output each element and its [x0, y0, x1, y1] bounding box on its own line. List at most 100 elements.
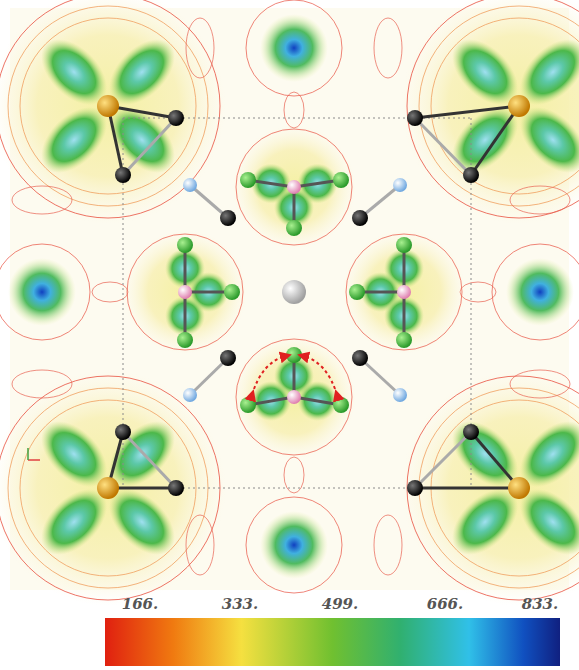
elf-spot	[260, 511, 328, 579]
elf-lobe	[97, 477, 188, 568]
carbon-atom	[168, 480, 184, 496]
boron-atom	[287, 390, 301, 404]
contour-line	[246, 0, 342, 96]
ligand-atom	[333, 172, 349, 188]
carbon-atom	[220, 350, 236, 366]
ligand-atom	[240, 397, 256, 413]
elf-lobe	[97, 95, 188, 186]
ligand-atom	[396, 237, 412, 253]
carbon-atom	[352, 350, 368, 366]
scale-value: 166.	[122, 595, 159, 613]
contour-line	[407, 376, 579, 600]
carbon-atom	[463, 424, 479, 440]
density-halo	[401, 0, 579, 224]
contour-line	[8, 6, 208, 206]
light-atom	[393, 178, 407, 192]
carbon-atom	[407, 480, 423, 496]
bond	[415, 487, 519, 490]
bond	[471, 106, 519, 175]
density-halo	[401, 370, 579, 606]
metal-atom	[97, 95, 119, 117]
metal-atom	[97, 477, 119, 499]
contour-line	[510, 370, 570, 398]
scale-value: 833.	[522, 595, 559, 613]
contour-line	[236, 129, 352, 245]
elf-spot	[8, 258, 76, 326]
scale-value: 333.	[222, 595, 259, 613]
bond	[415, 432, 471, 488]
ligand-atom	[286, 220, 302, 236]
contour-line	[12, 370, 72, 398]
contour-line	[407, 0, 579, 218]
carbon-atom	[115, 167, 131, 183]
contour-line	[374, 18, 402, 78]
contour-line	[127, 234, 243, 350]
elf-lobe	[29, 95, 120, 186]
elf-lobe	[508, 409, 579, 500]
ligand-atom	[333, 397, 349, 413]
elf-lobe	[508, 477, 579, 568]
density-halo	[0, 370, 226, 606]
contour-line	[419, 6, 579, 206]
central-atom	[282, 280, 306, 304]
elf-lobe	[97, 409, 188, 500]
ligand-atom	[177, 237, 193, 253]
carbon-atom	[352, 210, 368, 226]
contour-line	[186, 18, 214, 78]
scale-value: 499.	[322, 595, 359, 613]
contour-line	[431, 18, 579, 194]
elf-lobe	[508, 95, 579, 186]
map-ground	[10, 8, 569, 590]
ligand-atom	[240, 172, 256, 188]
elf-lobe	[440, 95, 531, 186]
elf-spot	[506, 258, 574, 326]
boron-atom	[178, 285, 192, 299]
contour-line	[186, 515, 214, 575]
contour-line	[0, 244, 90, 340]
scale-value: 666.	[427, 595, 464, 613]
carbon-atom	[220, 210, 236, 226]
carbon-atom	[115, 424, 131, 440]
density-halo	[123, 230, 247, 354]
elf-lobe	[440, 409, 531, 500]
carbon-atom	[463, 167, 479, 183]
light-atom	[183, 388, 197, 402]
boron-atom	[397, 285, 411, 299]
carbon-atom	[407, 110, 423, 126]
contour-line	[236, 339, 352, 455]
contour-line	[12, 186, 72, 214]
rotation-arrow	[303, 356, 337, 395]
metal-atom	[508, 95, 530, 117]
contour-line	[20, 18, 196, 194]
elf-lobe	[29, 409, 120, 500]
elf-spot	[260, 14, 328, 82]
contour-line	[20, 400, 196, 576]
contour-line	[510, 186, 570, 214]
elf-lobe	[97, 27, 188, 118]
ligand-atom	[224, 284, 240, 300]
ligand-atom	[349, 284, 365, 300]
elf-lobe	[29, 27, 120, 118]
density-halo	[0, 0, 226, 224]
ligand-atom	[177, 332, 193, 348]
density-halo	[232, 125, 356, 249]
contour-line	[284, 92, 304, 128]
light-atom	[183, 178, 197, 192]
bond	[471, 432, 519, 488]
axis-mark	[28, 459, 40, 461]
density-halo	[232, 335, 356, 459]
rotation-arrow	[252, 356, 286, 395]
elf-lobe	[508, 27, 579, 118]
bond	[123, 118, 176, 175]
contour-line	[492, 244, 579, 340]
density-halo	[342, 230, 466, 354]
ligand-atom	[396, 332, 412, 348]
bond	[123, 432, 176, 488]
color-scale-bar	[105, 618, 560, 666]
bond	[415, 118, 471, 175]
bond	[415, 106, 519, 118]
axis-mark	[27, 448, 29, 460]
contour-line	[8, 388, 208, 588]
contour-line	[0, 376, 220, 600]
